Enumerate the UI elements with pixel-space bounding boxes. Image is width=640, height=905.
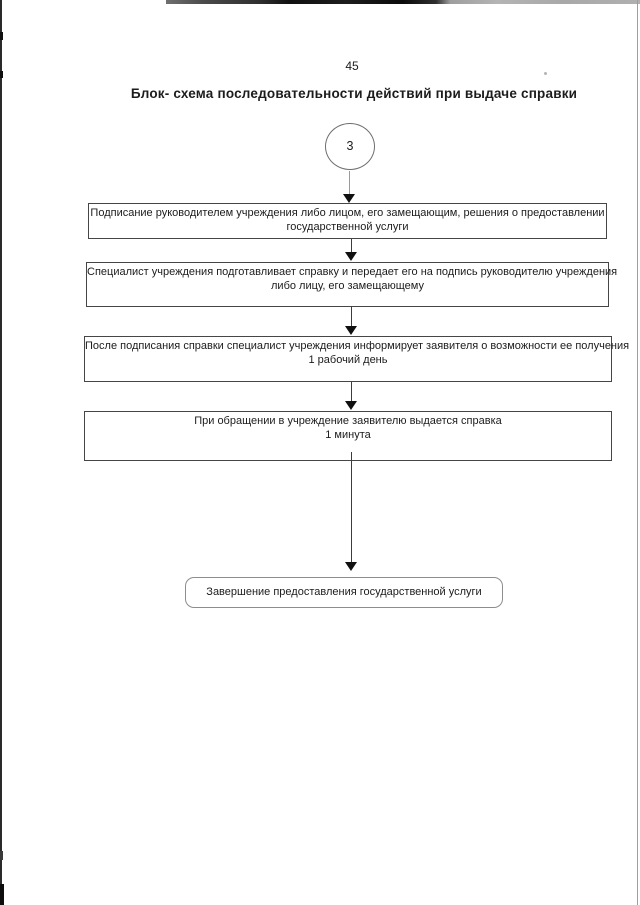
arrow-line [351,239,352,253]
page-title: Блок- схема последовательности действий … [130,86,578,101]
arrow-line [349,171,350,194]
flow-connector-label: 3 [346,139,354,153]
scan-artifact-top-edge [166,0,640,4]
scan-artifact-bottom-left-mark [0,884,4,905]
arrow-down-icon [345,252,357,261]
arrow-down-icon [345,562,357,571]
flow-step-inform-applicant: После подписания справки специалист учре… [84,336,630,382]
flow-step-prepare-certificate: Специалист учреждения подготавливает спр… [86,262,618,307]
scan-artifact-blob [0,851,3,860]
flow-step-text: После подписания справки специалист учре… [85,340,630,352]
arrow-line [351,306,352,327]
page-number: 45 [345,59,359,73]
scan-artifact-left-edge [0,0,2,905]
arrow-line [351,452,352,562]
arrow-down-icon [345,326,357,335]
scan-artifact-blob [0,32,3,40]
flow-step-text: либо лицу, его замещающему [271,279,424,292]
flow-connector-circle: 3 [325,123,375,170]
flow-terminal: Завершение предоставления государственно… [185,577,503,608]
flow-step-text: Подписание руководителем учреждения либо… [90,207,605,219]
flow-terminal-label: Завершение предоставления государственно… [206,586,482,598]
flow-step-duration: 1 минута [325,428,371,441]
scan-artifact-right-edge [637,0,638,905]
arrow-down-icon [343,194,355,203]
flow-step-text: государственной услуги [286,220,409,233]
flow-step-text: Специалист учреждения подготавливает спр… [87,266,618,278]
flow-step-issue-certificate: При обращении в учреждение заявителю выд… [84,411,612,461]
flow-step-sign-decision: Подписание руководителем учреждения либо… [88,203,607,239]
arrow-line [351,382,352,402]
scan-artifact-blob [0,71,3,78]
flow-step-duration: 1 рабочий день [308,353,388,366]
arrow-down-icon [345,401,357,410]
scan-artifact-speck [544,72,547,75]
flow-step-text: При обращении в учреждение заявителю выд… [194,415,502,427]
